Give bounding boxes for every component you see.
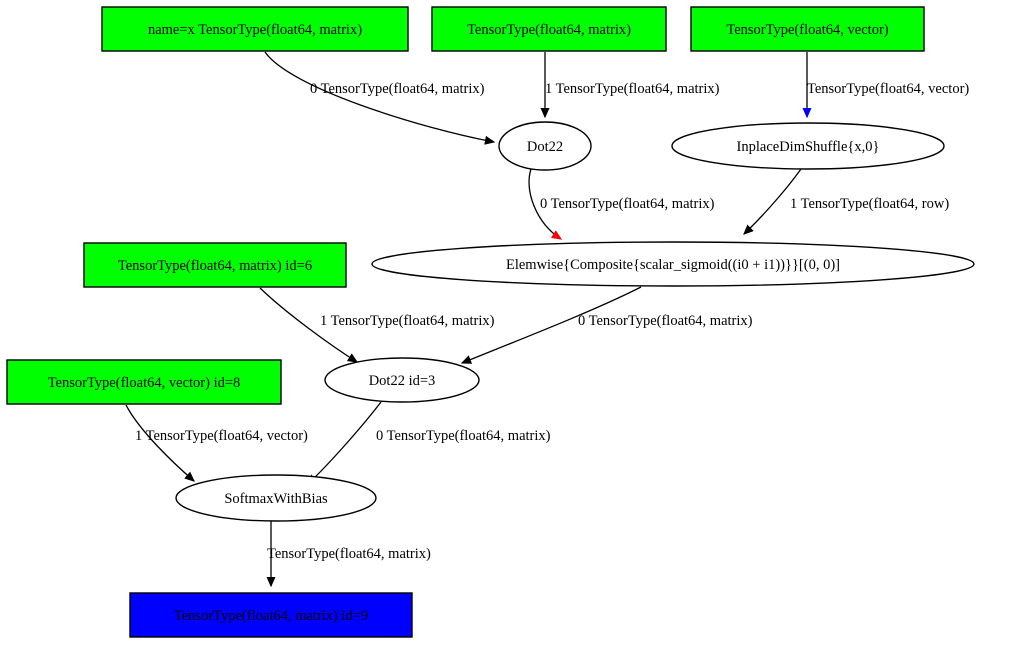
node-label: TensorType(float64, vector) id=8	[48, 375, 241, 391]
edges-layer: 0 TensorType(float64, matrix) 1 TensorTyp…	[125, 51, 969, 588]
node-shape-ellipse	[175, 474, 377, 522]
edge-label: 1 TensorType(float64, matrix)	[545, 81, 720, 97]
node-shape-box	[83, 242, 347, 288]
graph-edge	[528, 168, 563, 240]
node-label: Dot22	[527, 139, 563, 155]
graph-edge	[125, 404, 195, 482]
node-label: InplaceDimShuffle{x,0}	[737, 139, 880, 155]
edge-label: 1 TensorType(float64, vector)	[135, 428, 308, 444]
node-shape-box	[129, 592, 413, 638]
graph-node-var-b2[interactable]: TensorType(float64, vector) id=8	[6, 359, 282, 405]
edge-label: TensorType(float64, vector)	[807, 81, 969, 97]
graph-node-var-out[interactable]: TensorType(float64, matrix) id=9	[129, 592, 413, 638]
node-shape-box	[431, 6, 667, 52]
graph-edge	[743, 168, 802, 235]
node-shape-box	[690, 6, 925, 52]
node-shape-ellipse	[671, 122, 945, 170]
graph-node-op-dimshuffle[interactable]: InplaceDimShuffle{x,0}	[671, 122, 945, 170]
node-label: TensorType(float64, vector)	[726, 22, 888, 38]
node-label: TensorType(float64, matrix) id=6	[118, 258, 312, 274]
graph-edge	[460, 286, 642, 364]
node-label: Dot22 id=3	[369, 373, 436, 389]
edge-label: TensorType(float64, matrix)	[267, 546, 431, 562]
node-shape-box	[6, 359, 282, 405]
edge-label: 0 TensorType(float64, matrix)	[540, 196, 715, 212]
graph-node-var-w2[interactable]: TensorType(float64, matrix) id=6	[83, 242, 347, 288]
nodes-layer: name=x TensorType(float64, matrix) Tensor…	[6, 6, 975, 638]
node-label: TensorType(float64, matrix) id=9	[174, 608, 368, 624]
graph-node-var-x[interactable]: name=x TensorType(float64, matrix)	[101, 6, 409, 52]
node-label: Elemwise{Composite{scalar_sigmoid((i0 + …	[506, 257, 840, 273]
node-label: SoftmaxWithBias	[224, 491, 328, 507]
graph-edge	[259, 287, 359, 363]
graph-node-op-elemwise[interactable]: Elemwise{Composite{scalar_sigmoid((i0 + …	[371, 241, 975, 287]
node-shape-ellipse	[371, 241, 975, 287]
graph-edge	[264, 51, 496, 145]
graph-node-op-dot22[interactable]: Dot22	[498, 121, 592, 171]
node-label: name=x TensorType(float64, matrix)	[148, 22, 362, 38]
edge-label: 0 TensorType(float64, matrix)	[578, 313, 753, 329]
node-shape-box	[101, 6, 409, 52]
graph-edge	[307, 401, 382, 485]
edge-label: 1 TensorType(float64, row)	[790, 196, 949, 212]
node-label: TensorType(float64, matrix)	[467, 22, 631, 38]
edge-label: 0 TensorType(float64, matrix)	[376, 428, 551, 444]
graph-node-op-softmax[interactable]: SoftmaxWithBias	[175, 474, 377, 522]
edge-label: 0 TensorType(float64, matrix)	[310, 81, 485, 97]
node-shape-ellipse	[498, 121, 592, 171]
edge-label: 1 TensorType(float64, matrix)	[320, 313, 495, 329]
graph-node-op-dot22-id3[interactable]: Dot22 id=3	[324, 357, 480, 403]
graph-node-var-w1[interactable]: TensorType(float64, matrix)	[431, 6, 667, 52]
node-shape-ellipse	[324, 357, 480, 403]
graph-node-var-b1[interactable]: TensorType(float64, vector)	[690, 6, 925, 52]
